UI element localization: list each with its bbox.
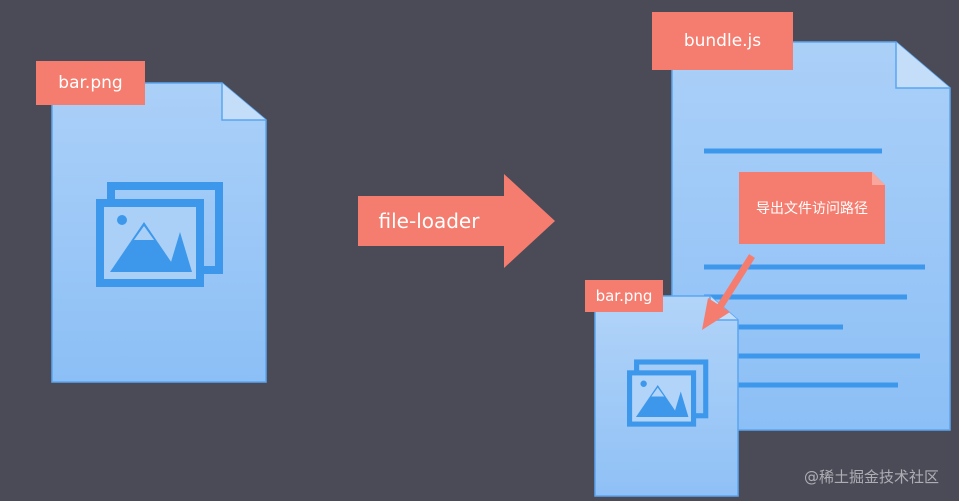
image-icon-mountain	[110, 222, 178, 272]
image-icon-small-peak	[673, 391, 689, 418]
pointer-arrow-head	[702, 298, 730, 330]
watermark: @稀土掘金技术社区	[803, 468, 939, 486]
image-icon-mountain	[635, 385, 680, 418]
right-arrow-shape	[358, 174, 555, 268]
note-box	[739, 172, 885, 244]
image-icon-snowcap	[651, 387, 665, 397]
image-icon	[96, 182, 223, 287]
source-file-label: bar.png	[36, 61, 145, 105]
image-icon-snowcap	[134, 226, 154, 240]
image-icon-sun	[640, 380, 647, 387]
output-file-label: bar.png	[585, 280, 663, 312]
pointer-arrow	[702, 254, 755, 330]
pointer-arrow-shaft	[715, 254, 755, 312]
image-icon-sun	[117, 215, 127, 225]
output-file	[594, 295, 739, 497]
bundle-file-label: bundle.js	[652, 12, 793, 70]
note-box-shape	[739, 172, 885, 244]
image-icon-small-peak	[168, 232, 192, 272]
note-text: 导出文件访问路径	[756, 201, 868, 217]
transform-arrow-label: file-loader	[378, 209, 480, 233]
note-box-fold	[872, 172, 885, 185]
bundle-file-fold	[895, 42, 950, 89]
source-file-fold	[221, 83, 266, 121]
source-file	[51, 82, 267, 383]
image-icon	[627, 359, 709, 427]
